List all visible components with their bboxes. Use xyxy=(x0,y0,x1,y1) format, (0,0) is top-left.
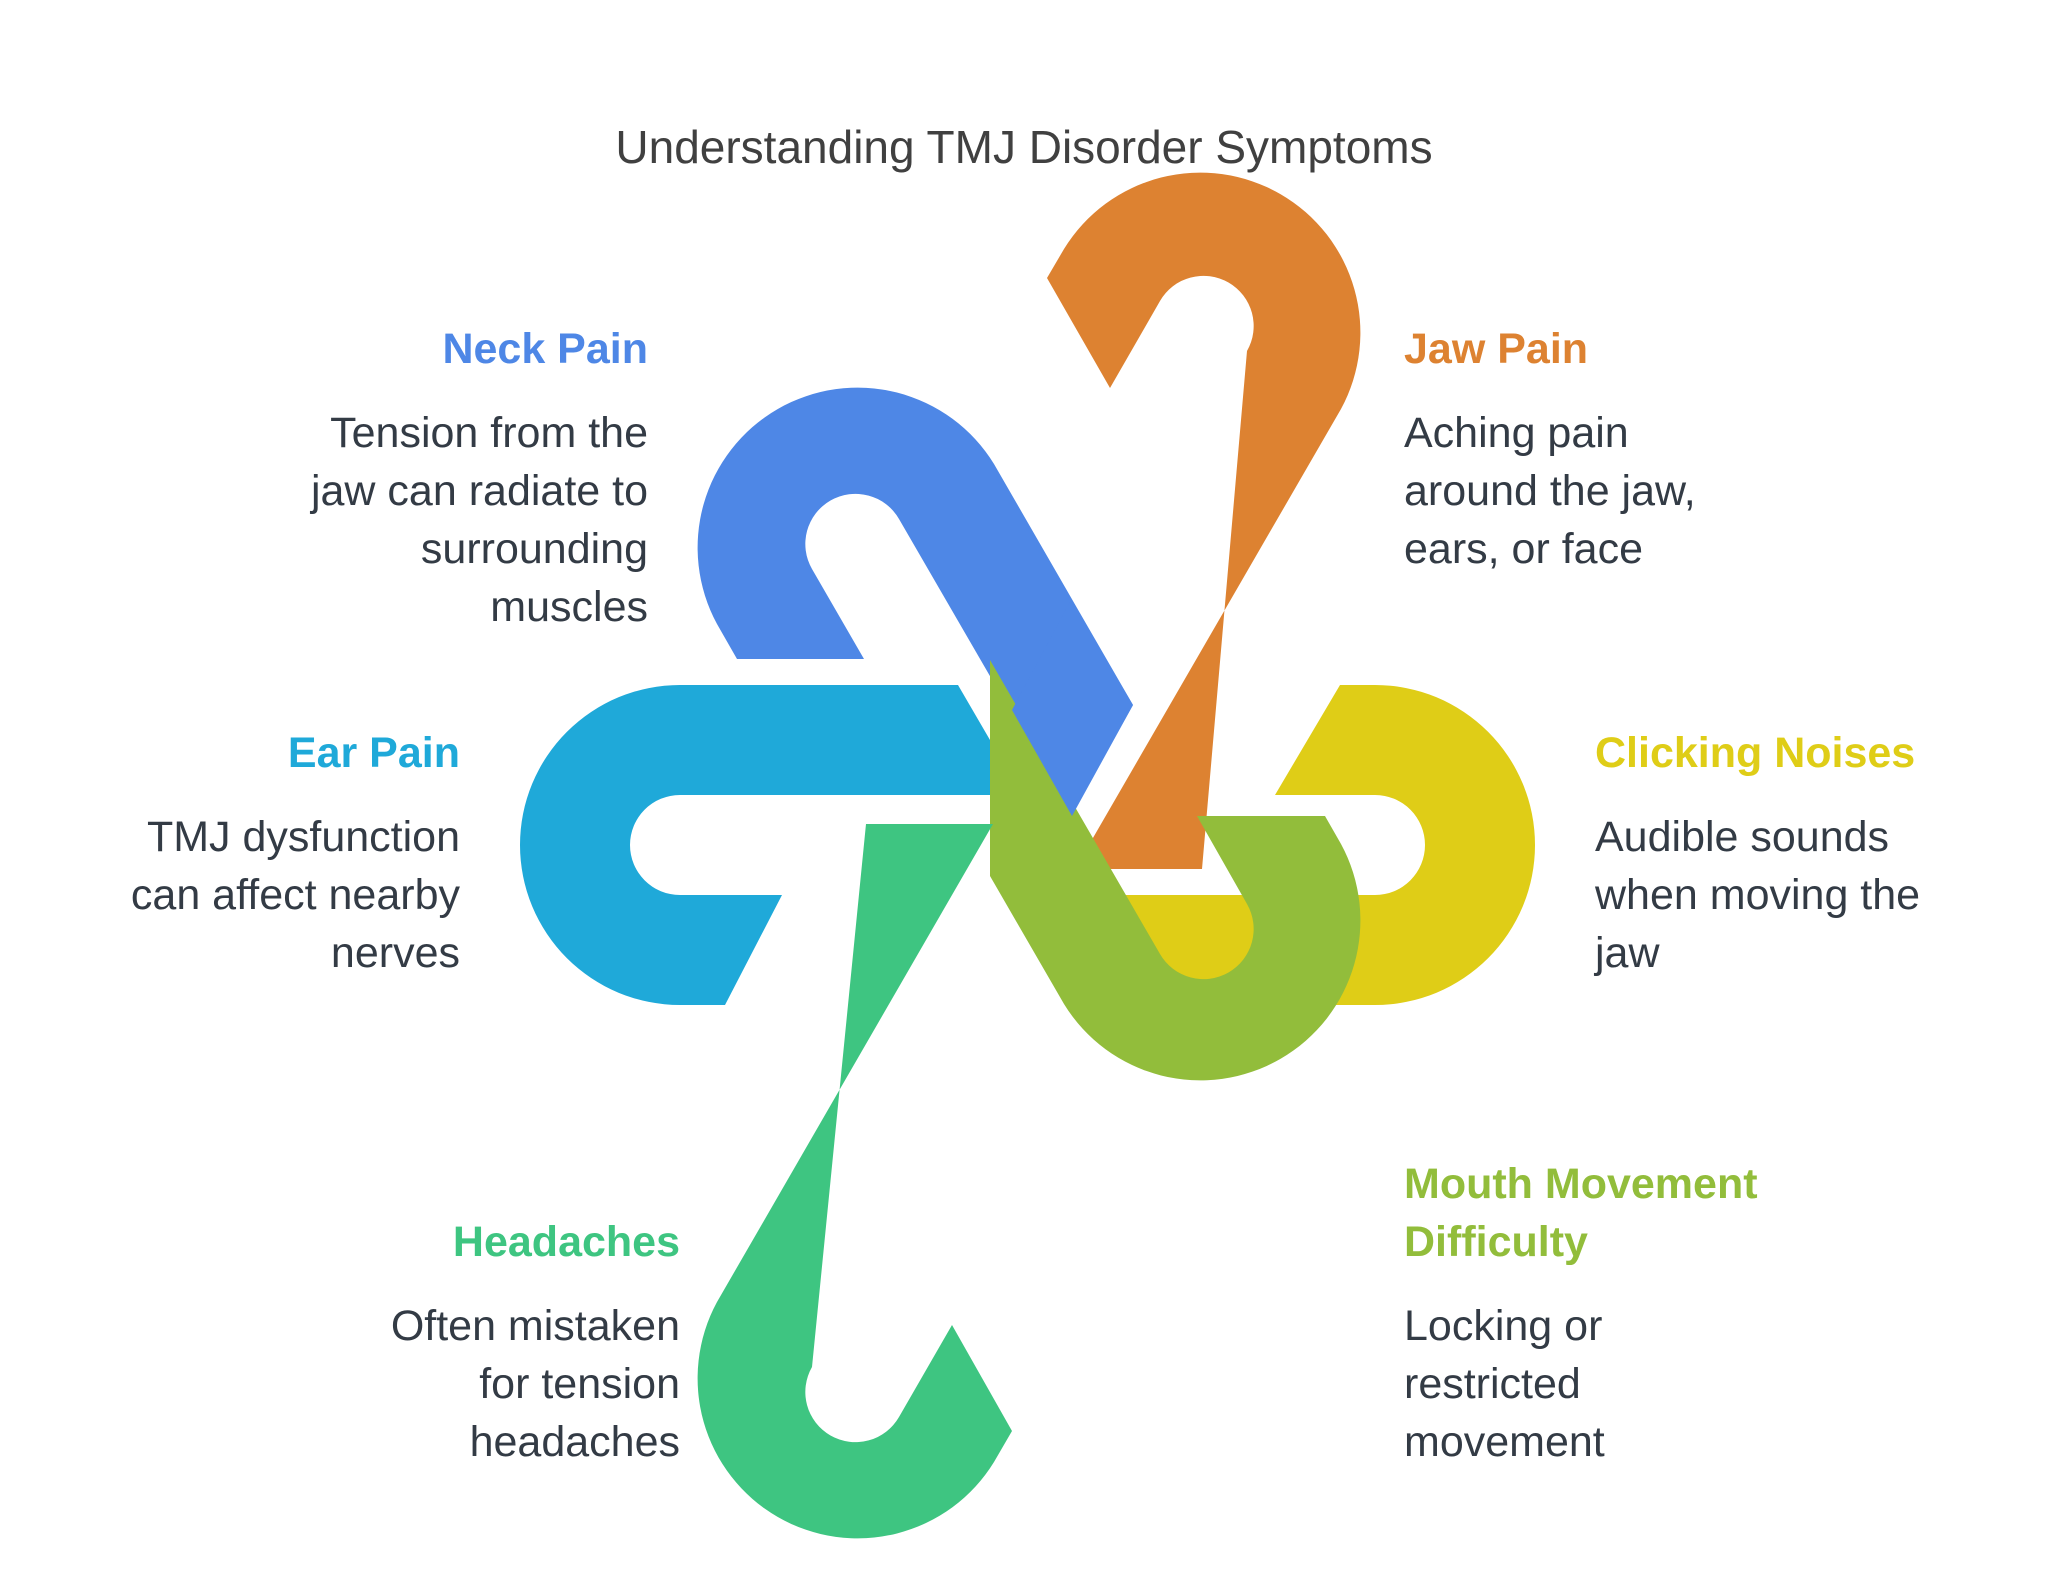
clicking-noises-line: Audible sounds xyxy=(1595,813,1890,861)
neck-pain-line: surrounding xyxy=(420,525,648,573)
headaches-block: Headaches Often mistaken for tension hea… xyxy=(160,1213,680,1471)
mouth-movement-heading-line: Mouth Movement xyxy=(1404,1160,1758,1208)
clicking-noises-line: jaw xyxy=(1595,929,1660,977)
ear-pain-line: can affect nearby xyxy=(130,871,460,919)
neck-pain-description: Tension from the jaw can radiate to surr… xyxy=(128,404,648,636)
jaw-pain-line: ears, or face xyxy=(1404,525,1643,573)
diagram-title: Understanding TMJ Disorder Symptoms xyxy=(615,121,1433,173)
mouth-movement-line: movement xyxy=(1404,1418,1605,1466)
mouth-movement-heading-line: Difficulty xyxy=(1404,1218,1588,1266)
jaw-pain-line: Aching pain xyxy=(1404,409,1629,457)
neck-pain-block: Neck Pain Tension from the jaw can radia… xyxy=(128,320,648,636)
neck-pain-line: jaw can radiate to xyxy=(310,467,648,515)
ear-pain-segment xyxy=(520,685,1022,1005)
headaches-line: Often mistaken xyxy=(390,1302,680,1350)
neck-pain-overlap xyxy=(1012,600,1133,816)
mouth-movement-description: Locking or restricted movement xyxy=(1404,1297,1924,1471)
clicking-noises-block: Clicking Noises Audible sounds when movi… xyxy=(1595,724,2048,982)
headaches-line: for tension xyxy=(479,1360,680,1408)
mouth-movement-block: Mouth Movement Difficulty Locking or res… xyxy=(1404,1155,1924,1471)
mouth-movement-line: Locking or xyxy=(1404,1302,1603,1350)
mouth-movement-segment xyxy=(990,660,1361,1081)
headaches-description: Often mistaken for tension headaches xyxy=(160,1297,680,1471)
ear-pain-heading: Ear Pain xyxy=(287,729,460,777)
ear-pain-line: nerves xyxy=(330,929,460,977)
neck-pain-line: muscles xyxy=(490,583,648,631)
neck-pain-line: Tension from the xyxy=(330,409,648,457)
jaw-pain-segment xyxy=(1047,172,1361,870)
clicking-noises-segment xyxy=(1032,685,1535,1005)
clicking-noises-line: when moving the xyxy=(1595,871,1921,919)
mouth-movement-heading: Mouth Movement Difficulty xyxy=(1404,1155,1924,1271)
jaw-pain-line: around the jaw, xyxy=(1404,467,1696,515)
mouth-movement-line: restricted xyxy=(1404,1360,1581,1408)
headaches-line: headaches xyxy=(469,1418,680,1466)
headaches-heading: Headaches xyxy=(452,1218,680,1266)
clicking-noises-heading: Clicking Noises xyxy=(1595,729,1916,777)
jaw-pain-heading: Jaw Pain xyxy=(1404,325,1589,373)
jaw-pain-block: Jaw Pain Aching pain around the jaw, ear… xyxy=(1404,320,1924,578)
neck-pain-heading: Neck Pain xyxy=(442,325,648,373)
ear-pain-line: TMJ dysfunction xyxy=(146,813,460,861)
ear-pain-block: Ear Pain TMJ dysfunction can affect near… xyxy=(0,724,460,982)
jaw-pain-description: Aching pain around the jaw, ears, or fac… xyxy=(1404,404,1924,578)
ear-pain-description: TMJ dysfunction can affect nearby nerves xyxy=(0,808,460,982)
headaches-segment xyxy=(697,824,1012,1539)
clicking-noises-description: Audible sounds when moving the jaw xyxy=(1595,808,2048,982)
